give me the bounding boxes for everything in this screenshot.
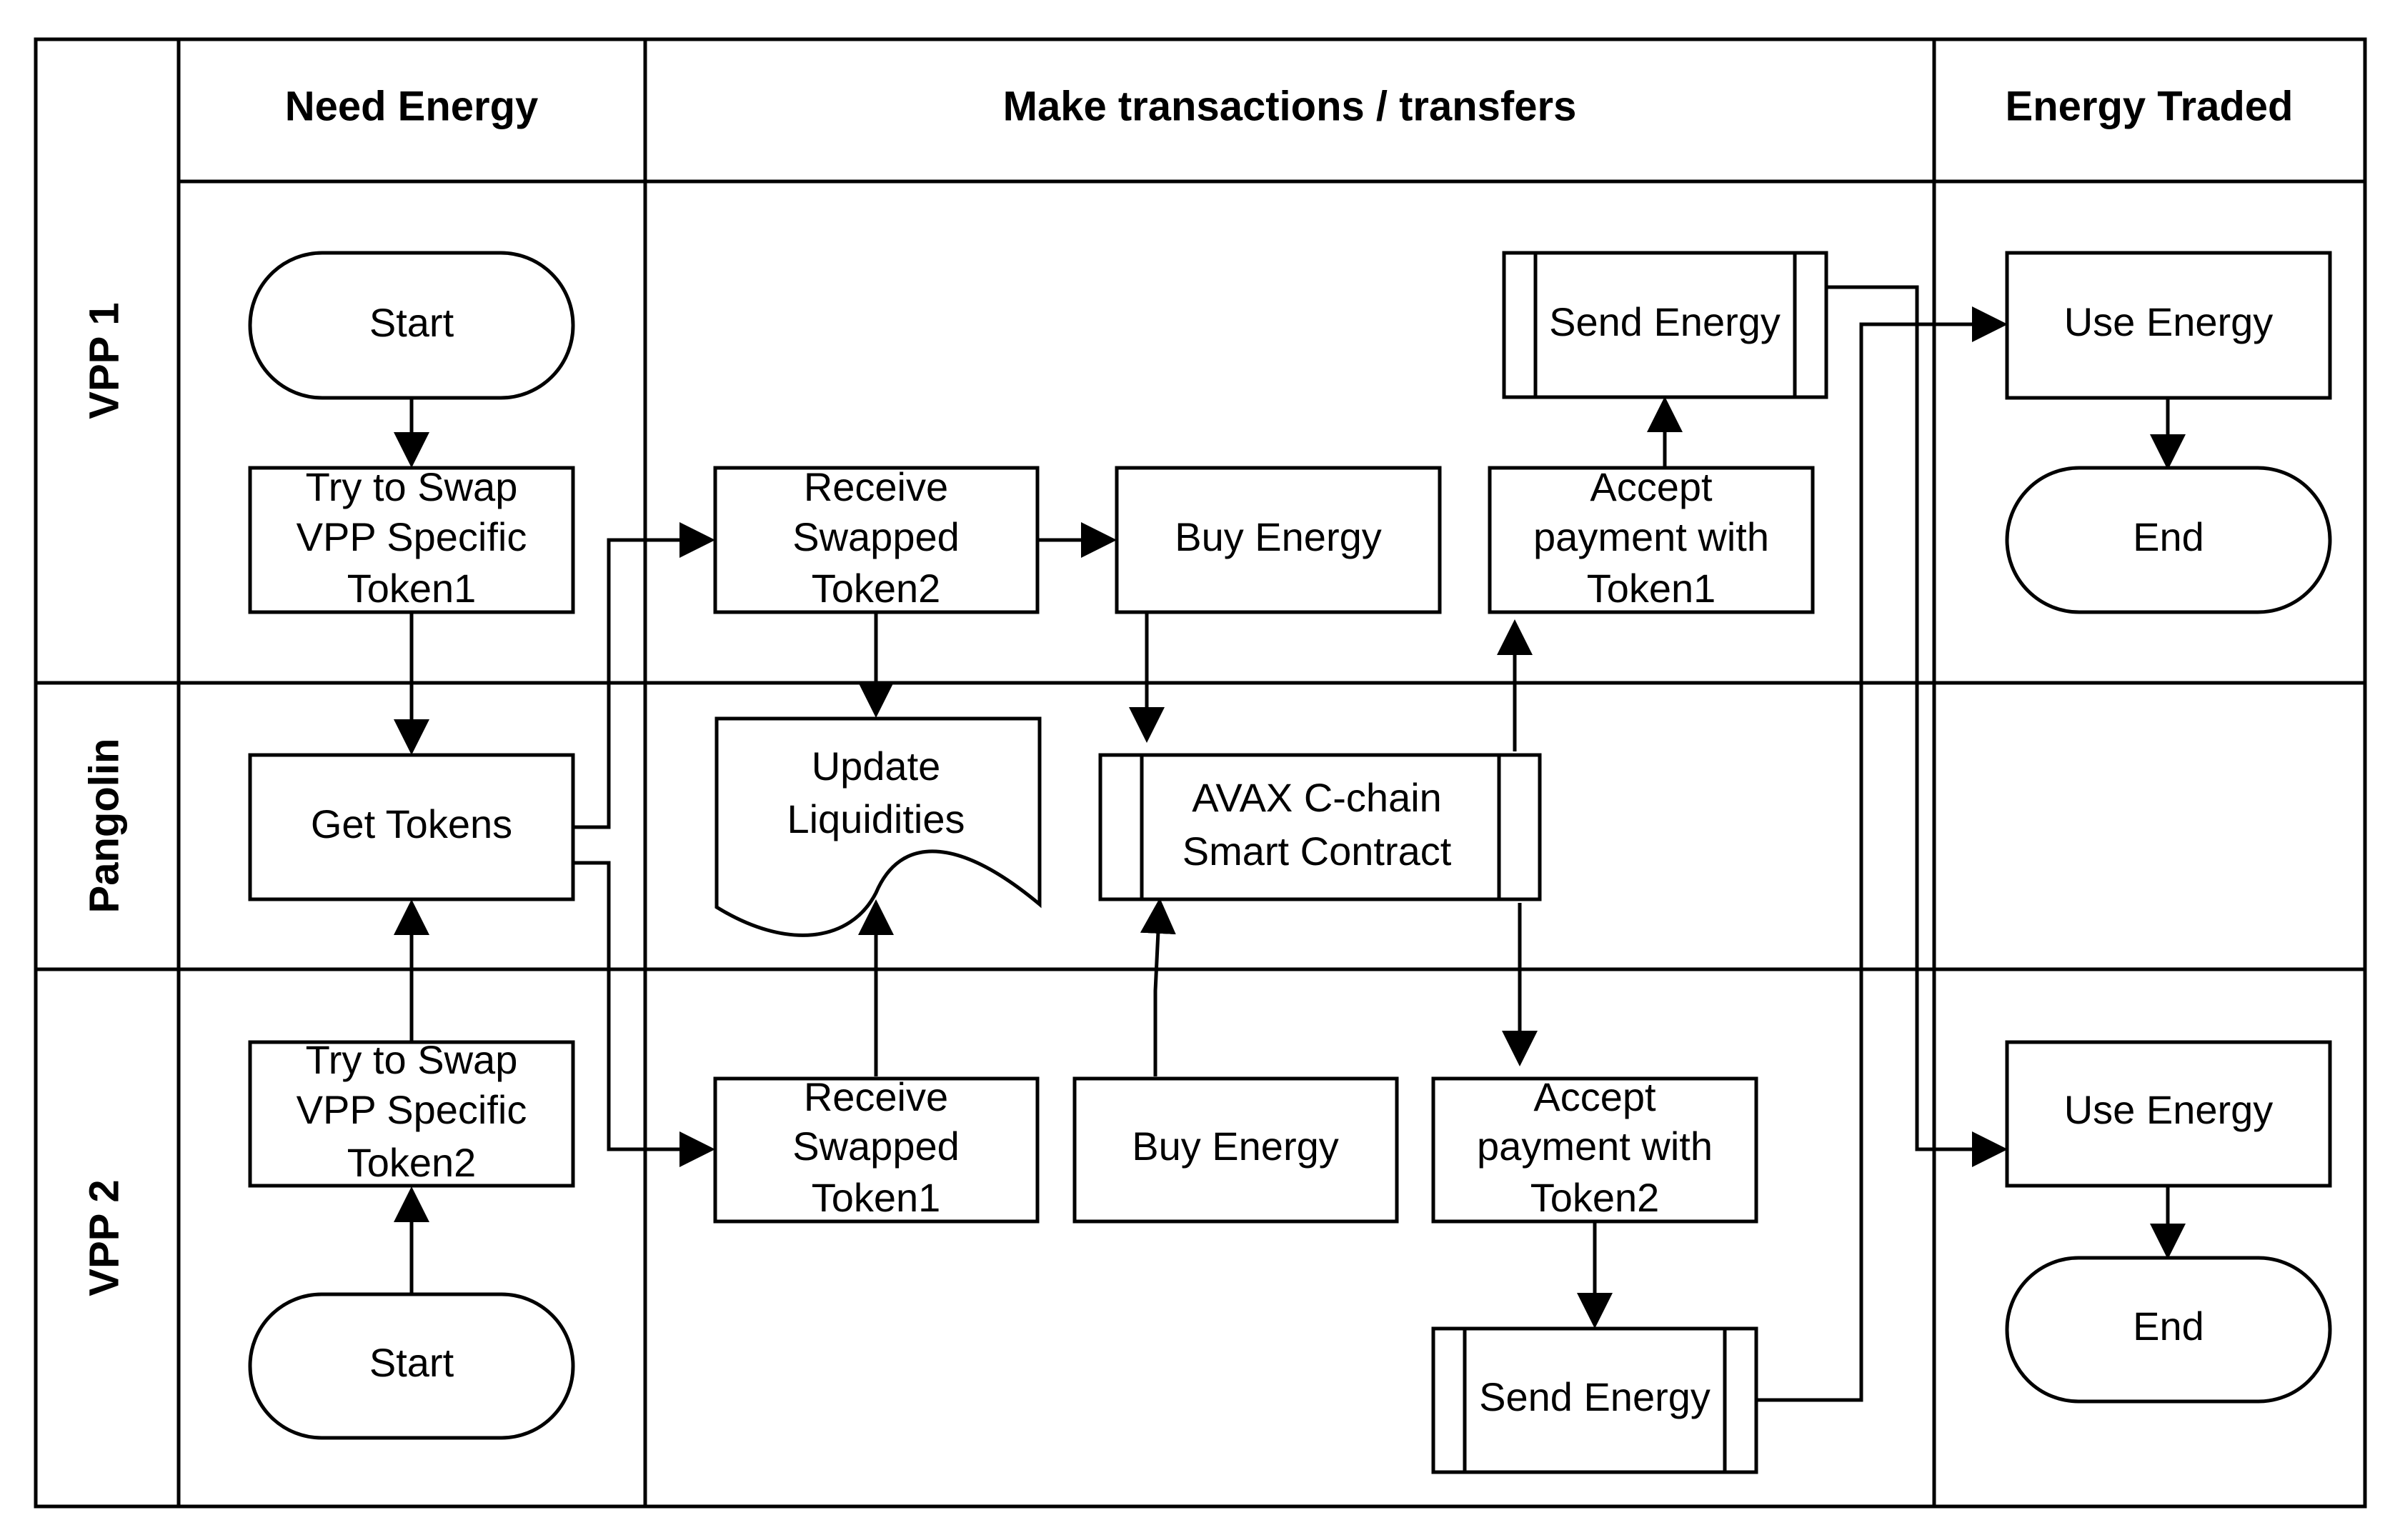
node-label: Get Tokens [311,801,512,846]
lane-label-vpp2: VPP 2 [81,1179,127,1296]
lane-label-pangolin: Pangolin [81,739,127,914]
node-label-line-2: VPP Specific [297,514,527,559]
node-label: Send Energy [1549,299,1781,344]
node-vpp1-end: End [2005,466,2332,614]
node-label-line-2: payment with [1477,1124,1713,1169]
lane-label-vpp1: VPP 1 [81,302,127,419]
swimlane-grid [34,37,2367,1509]
node-vpp2-receive-swapped: Receive Swapped Token1 [713,1074,1040,1224]
node-label: End [2133,514,2204,559]
edge-get-tokens-to-receive-token1 [573,861,715,1167]
connectors [394,285,2186,1402]
node-label: Start [369,1340,454,1385]
node-vpp1-try-swap: Try to Swap VPP Specific Token1 [248,464,575,614]
node-vpp2-try-swap: Try to Swap VPP Specific Token2 [248,1037,575,1188]
node-vpp1-use-energy: Use Energy [2005,251,2332,400]
node-label: Use Energy [2064,1087,2274,1132]
node-label: End [2133,1304,2204,1349]
node-label-line-1: Update [812,744,941,789]
node-label-line-2: Swapped [792,1124,960,1169]
node-label-line-1: Try to Swap [306,1037,518,1082]
node-label-line-3: Token1 [1587,566,1716,611]
edge-vpp1-send-to-vpp2-use [1826,285,2008,1167]
node-vpp2-end: End [2005,1256,2332,1404]
node-label-line-2: Smart Contract [1182,829,1452,874]
node-label: Send Energy [1479,1374,1711,1419]
node-label-line-1: Accept [1590,464,1713,509]
node-smart-contract: AVAX C-chain Smart Contract [1098,753,1542,901]
node-label-line-1: Receive [804,1074,948,1119]
node-vpp2-start: Start [248,1292,575,1440]
node-update-liquidities: Update Liquidities [714,716,1042,937]
node-label-line-3: Token2 [347,1140,477,1185]
node-vpp2-buy-energy: Buy Energy [1072,1076,1399,1224]
node-vpp2-use-energy: Use Energy [2005,1040,2332,1188]
node-vpp1-receive-swapped: Receive Swapped Token2 [713,464,1040,614]
node-label-line-1: AVAX C-chain [1192,775,1442,820]
edge-get-tokens-to-receive-token2 [573,522,715,829]
node-label-line-3: Token2 [812,566,941,611]
node-label-line-2: VPP Specific [297,1087,527,1132]
node-label: Buy Energy [1132,1124,1339,1169]
node-label: Use Energy [2064,299,2274,344]
node-label-line-1: Receive [804,464,948,509]
node-label-line-3: Token1 [812,1175,941,1220]
edge-vpp2-send-to-vpp1-use [1756,306,2008,1402]
outer-border [34,37,2367,1509]
node-label-line-2: payment with [1533,514,1769,559]
column-header-energy-traded: Energy Traded [2006,83,2294,129]
node-label: Start [369,300,454,345]
node-vpp1-send-energy: Send Energy [1502,251,1828,399]
node-get-tokens: Get Tokens [248,753,575,901]
node-label-line-2: Swapped [792,514,960,559]
node-vpp1-start: Start [248,251,575,400]
column-header-transactions: Make transactions / transfers [1003,83,1577,129]
node-vpp2-accept-payment: Accept payment with Token2 [1431,1074,1758,1224]
node-label-line-3: Token1 [347,566,477,611]
edge-vpp2-buy-to-smart-contract [1140,898,1176,1076]
node-label-line-3: Token2 [1530,1175,1660,1220]
node-vpp1-buy-energy: Buy Energy [1115,466,1442,614]
node-vpp1-accept-payment: Accept payment with Token1 [1488,464,1815,614]
column-header-need-energy: Need Energy [285,83,539,129]
node-label-line-1: Try to Swap [306,464,518,509]
node-label-line-1: Accept [1533,1074,1656,1119]
node-label: Buy Energy [1175,514,1382,559]
node-label-line-2: Liquidities [787,796,965,841]
node-vpp2-send-energy: Send Energy [1431,1326,1758,1474]
